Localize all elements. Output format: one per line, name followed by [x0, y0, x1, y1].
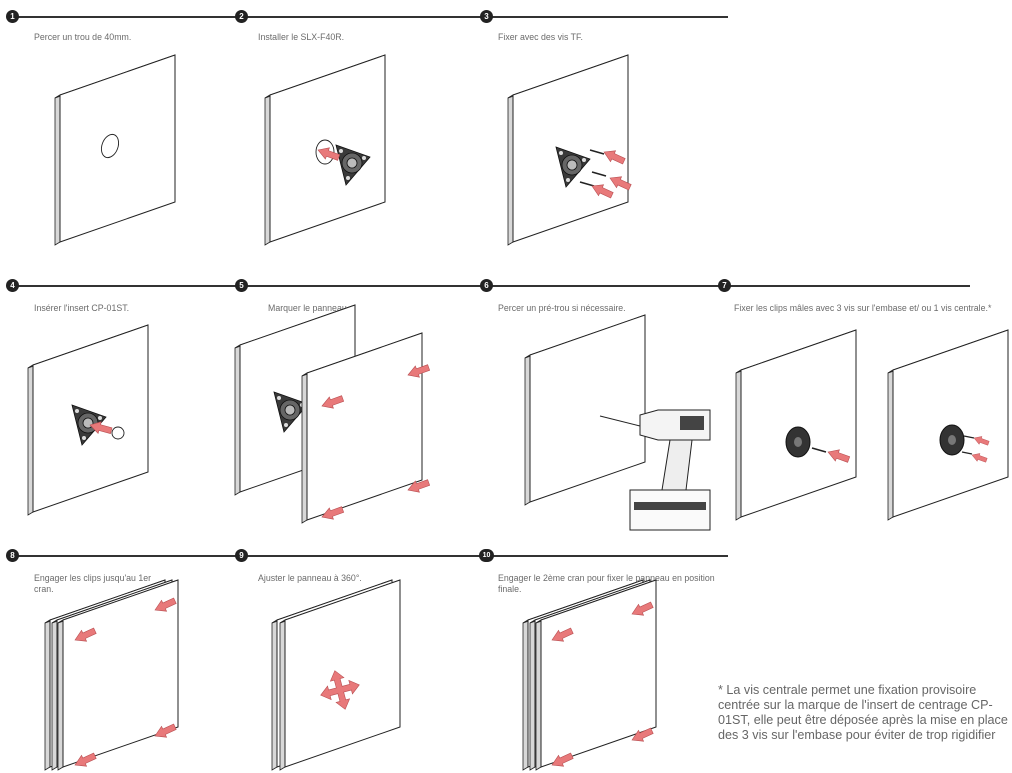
- panel-icon: [525, 315, 645, 505]
- panel-icon: [888, 330, 1008, 520]
- drill-icon: [630, 410, 710, 530]
- clip-icon: [786, 427, 810, 457]
- panel-icon: [508, 55, 628, 245]
- panel-icon: [736, 330, 856, 520]
- clip-icon: [940, 425, 964, 455]
